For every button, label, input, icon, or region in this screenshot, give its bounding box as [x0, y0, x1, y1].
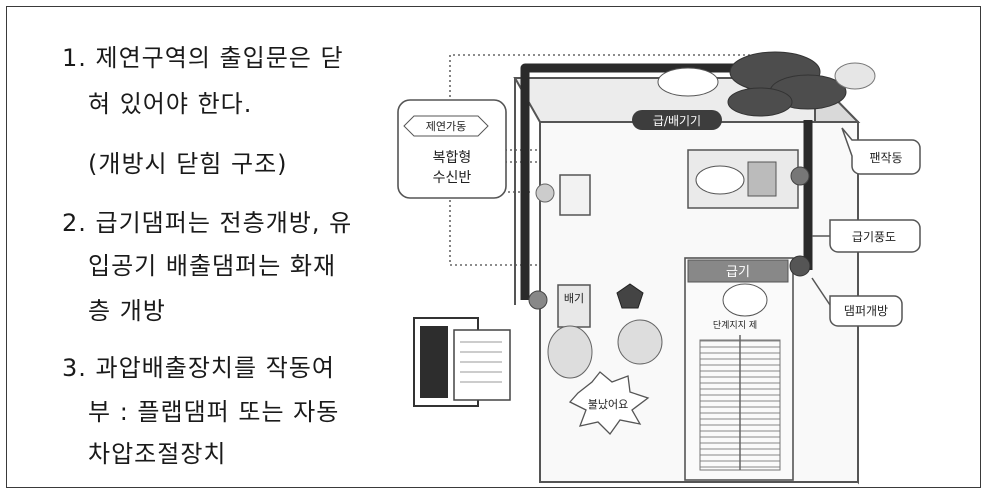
panel-sign: 제연가동 [426, 120, 466, 133]
upper-cloud [695, 165, 745, 195]
fan-callout: 팬작동 [869, 151, 902, 165]
exhaust-vent-box [557, 284, 591, 328]
damper-left-icon [535, 183, 555, 203]
rule-1-line-1: 1. 제연구역의 출입문은 닫 [62, 44, 344, 72]
rule-3-line-3: 차압조절장치 [88, 440, 227, 468]
detector-icon [616, 283, 644, 309]
stair-sign: 단계지지 제 [713, 319, 757, 331]
fan-callout-box [841, 127, 921, 175]
fire-burst-icon [568, 371, 650, 436]
exhaust-vent: 배기 [564, 292, 584, 305]
stair-cloud [722, 283, 768, 317]
damper-callout-box [829, 295, 903, 327]
outside-smoke [834, 62, 876, 90]
smoke-cloud-2 [617, 319, 663, 365]
fan-label-badge [632, 110, 722, 130]
roof-cloud [657, 67, 719, 97]
rule-2-line-3: 층 개방 [88, 297, 166, 325]
rule-1-line-2: 혀 있어야 한다. [88, 90, 253, 118]
panel-sign-badge [403, 115, 489, 137]
rule-3-line-2: 부 : 플랩댐퍼 또는 자동 [88, 398, 340, 426]
rule-2-line-1: 2. 급기댐퍼는 전층개방, 유 [62, 209, 353, 237]
duct-callout: 급기풍도 [852, 230, 896, 244]
exhaust-smoke [727, 51, 847, 117]
damper-callout: 댐퍼개방 [844, 304, 888, 318]
rule-3-line-1: 3. 과압배출장치를 작동여 [62, 354, 335, 382]
supply-vent: 급기 [726, 265, 750, 280]
fan-label: 급/배기기 [653, 114, 701, 128]
fire-label: 불났어요 [588, 398, 628, 411]
duct-callout-box [829, 219, 921, 253]
rule-1-note: (개방시 닫힘 구조) [88, 150, 288, 178]
damper-box-left [559, 174, 591, 216]
document-icon [413, 317, 511, 407]
upper-box [747, 161, 777, 197]
supply-vent-box [687, 259, 789, 283]
smoke-cloud-1 [547, 325, 593, 379]
exhaust-damper-icon [528, 290, 548, 310]
supply-damper-icon [789, 255, 811, 277]
panel-title-2: 수신반 [433, 170, 472, 186]
upper-damper-icon [790, 166, 810, 186]
rule-2-line-2: 입공기 배출댐퍼는 화재 [88, 252, 337, 280]
panel-title-1: 복합형 [433, 150, 472, 166]
